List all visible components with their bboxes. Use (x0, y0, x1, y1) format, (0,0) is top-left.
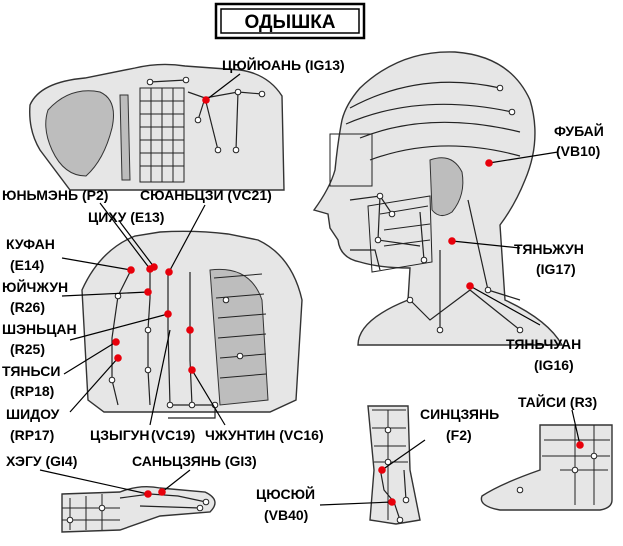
acupoint-e13 (150, 263, 158, 271)
shoulder-back-figure (29, 63, 285, 191)
label-rp18-code: (RP18) (10, 383, 54, 399)
label-r25-code: (R25) (10, 341, 45, 357)
label-vc21: СЮАНЬЦЗИ (VC21) (140, 187, 272, 203)
label-rp18: ТЯНЬСИ (2, 363, 60, 379)
meridian-nodes (66, 76, 598, 524)
title-box: ОДЫШКА (214, 2, 366, 40)
label-f2: СИНЦЗЯНЬ (420, 406, 499, 422)
label-r26: ЮЙЧЖУН (2, 278, 68, 295)
label-f2-code: (F2) (446, 427, 472, 443)
label-r25: ШЭНЬЦАН (2, 321, 77, 337)
acupoint-vb10 (485, 159, 493, 167)
label-vb10-code: (VB10) (556, 143, 600, 159)
label-vc16: ЧЖУНТИН (VC16) (205, 427, 324, 443)
acupoint-vc21 (165, 268, 173, 276)
acupoint-ig13 (202, 96, 210, 104)
label-vc19-code: (VC19) (151, 427, 195, 443)
label-vc19: ЦЗЫГУН (90, 427, 149, 443)
acupoints (112, 96, 584, 506)
label-vb10: ФУБАЙ (554, 122, 604, 139)
label-gi4: ХЭГУ (GI4) (6, 453, 77, 469)
acupoint-ig16 (466, 282, 474, 290)
label-rp17: ШИДОУ (6, 406, 60, 422)
page-title: ОДЫШКА (244, 12, 335, 33)
label-r3: ТАЙСИ (R3) (518, 393, 597, 410)
label-ig13: ЦЮЙЮАНЬ (IG13) (222, 56, 345, 73)
acupoint-e14 (127, 266, 135, 274)
acupoint-vc16 (188, 366, 196, 374)
point-labels: ЦЮЙЮАНЬ (IG13) ФУБАЙ (VB10) ЮНЬМЭНЬ (P2)… (2, 56, 604, 523)
head-profile-figure (312, 51, 564, 346)
leg-front-figure (367, 405, 421, 525)
acupoint-rp17 (114, 354, 122, 362)
foot-side-figure (480, 424, 613, 511)
acupoint-f2 (378, 466, 386, 474)
acupoint-ig17 (448, 237, 456, 245)
label-gi3: САНЬЦЗЯНЬ (GI3) (132, 453, 257, 469)
label-e14: КУФАН (6, 236, 55, 252)
label-r26-code: (R26) (10, 299, 45, 315)
label-ig17: ТЯНЬЖУН (514, 241, 584, 257)
hand-figure (61, 485, 216, 533)
label-p2: ЮНЬМЭНЬ (P2) (2, 187, 108, 203)
acupoint-rp18 (112, 338, 120, 346)
torso-front-figure (81, 230, 303, 419)
label-vb40-code: (VB40) (264, 507, 308, 523)
label-ig16-code: (IG16) (534, 357, 574, 373)
label-e13: ЦИХУ (E13) (88, 209, 164, 225)
label-ig16: ТЯНЬЧУАН (506, 336, 581, 352)
label-e14-code: (E14) (10, 257, 44, 273)
acupoint-vb40 (388, 498, 396, 506)
label-vb40: ЦЮСЮЙ (256, 485, 315, 502)
label-rp17-code: (RP17) (10, 427, 54, 443)
leader-lines (39, 73, 581, 506)
acupoint-r25 (164, 310, 172, 318)
acupoint-gi4 (144, 490, 152, 498)
acupoint-r26 (144, 288, 152, 296)
acupoint-gi3 (158, 488, 166, 496)
acupoint-vc19 (186, 326, 194, 334)
label-ig17-code: (IG17) (536, 261, 576, 277)
acupoint-r3 (576, 441, 584, 449)
